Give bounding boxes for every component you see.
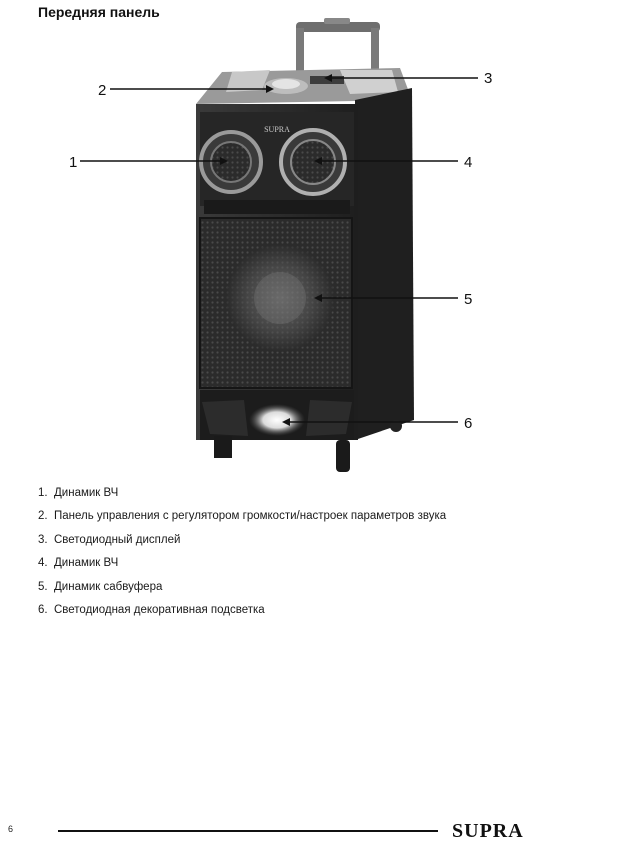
brand-logo: SUPRA bbox=[452, 820, 524, 842]
callout-1: 1 bbox=[69, 154, 228, 171]
led-light-section bbox=[200, 390, 354, 440]
svg-text:4: 4 bbox=[464, 154, 472, 171]
svg-text:2: 2 bbox=[98, 82, 106, 99]
legend-text: Светодиодный дисплей bbox=[54, 533, 181, 546]
callout-2: 2 bbox=[98, 82, 274, 99]
legend-text: Панель управления с регулятором громкост… bbox=[54, 510, 447, 523]
legend-text: Динамик сабвуфера bbox=[54, 580, 163, 593]
legend-number: 5. bbox=[38, 580, 48, 593]
legend-item: 4. Динамик ВЧ bbox=[38, 554, 446, 577]
svg-text:6: 6 bbox=[464, 415, 472, 432]
legend-number: 1. bbox=[38, 487, 48, 499]
svg-text:1: 1 bbox=[69, 154, 77, 171]
wheel-right bbox=[336, 440, 350, 472]
legend-number: 3. bbox=[38, 533, 48, 546]
section-title: Передняя панель bbox=[38, 4, 160, 20]
callout-4: 4 bbox=[314, 154, 472, 171]
callout-6: 6 bbox=[282, 415, 472, 432]
cabinet-side bbox=[355, 88, 414, 440]
component-legend: 1. Динамик ВЧ 2. Панель управления с регул… bbox=[38, 484, 446, 624]
legend-number: 6. bbox=[38, 603, 48, 616]
legend-text: Светодиодная декоративная подсветка bbox=[54, 603, 265, 616]
subwoofer-cone bbox=[226, 244, 334, 352]
wheel-back bbox=[390, 420, 402, 432]
svg-text:5: 5 bbox=[464, 291, 472, 308]
wheel-left bbox=[214, 436, 232, 458]
svg-text:3: 3 bbox=[484, 70, 492, 87]
legend-item: 5. Динамик сабвуфера bbox=[38, 578, 446, 601]
page-number: 6 bbox=[8, 824, 14, 834]
callout-3: 3 bbox=[324, 70, 492, 87]
legend-number: 2. bbox=[38, 510, 48, 523]
legend-item: 3. Светодиодный дисплей bbox=[38, 531, 446, 554]
footer-divider bbox=[58, 830, 438, 832]
legend-item: 6. Светодиодная декоративная подсветка bbox=[38, 601, 446, 624]
legend-item: 1. Динамик ВЧ bbox=[38, 484, 446, 507]
subwoofer-grille bbox=[199, 217, 353, 389]
led-light bbox=[249, 404, 305, 436]
legend-text: Динамик ВЧ bbox=[54, 557, 119, 570]
device-brand-label: SUPRA bbox=[264, 125, 290, 134]
speaker-figure: SUPRA 1 2 3 4 bbox=[69, 18, 492, 472]
trolley-handle bbox=[296, 18, 380, 88]
legend-item: 2. Панель управления с регулятором громко… bbox=[38, 507, 446, 530]
tweeter-panel: SUPRA bbox=[199, 112, 354, 214]
top-control-panel bbox=[196, 68, 412, 104]
callout-5: 5 bbox=[314, 291, 472, 308]
legend-number: 4. bbox=[38, 557, 48, 570]
legend-text: Динамик ВЧ bbox=[54, 487, 119, 499]
